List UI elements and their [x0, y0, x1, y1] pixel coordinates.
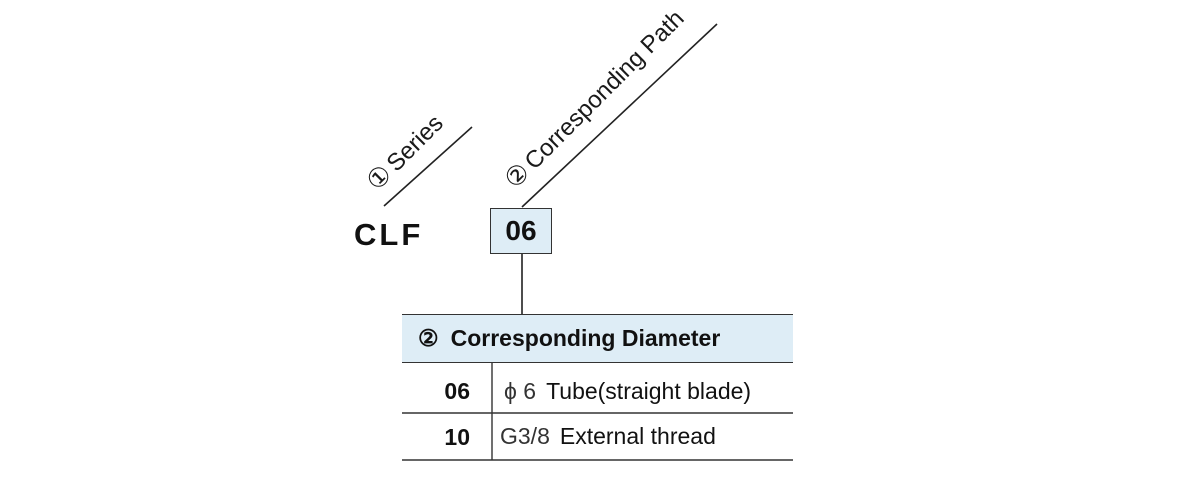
path-leader-line [521, 23, 718, 208]
table-row-code: 06 [444, 378, 470, 404]
row-description-text: Tube(straight blade) [546, 378, 752, 404]
row-prefix: G3/8 [500, 423, 550, 449]
table-header-label: Corresponding Diameter [450, 325, 721, 351]
table-header: ② Corresponding Diameter [402, 314, 793, 363]
table-header-number: ② [418, 325, 439, 351]
row-prefix: ϕ 6 [504, 378, 537, 404]
path-code: 06 [505, 215, 537, 246]
row-description-text: External thread [559, 423, 716, 449]
series-code: CLF [354, 217, 424, 252]
series-leader-line [383, 126, 473, 207]
path-code-box: 06 [490, 208, 552, 254]
table-row-description: G3/8 External thread [500, 423, 716, 450]
table-row-code: 10 [444, 424, 470, 450]
table-row-description: ϕ 6 Tube(straight blade) [504, 378, 751, 405]
